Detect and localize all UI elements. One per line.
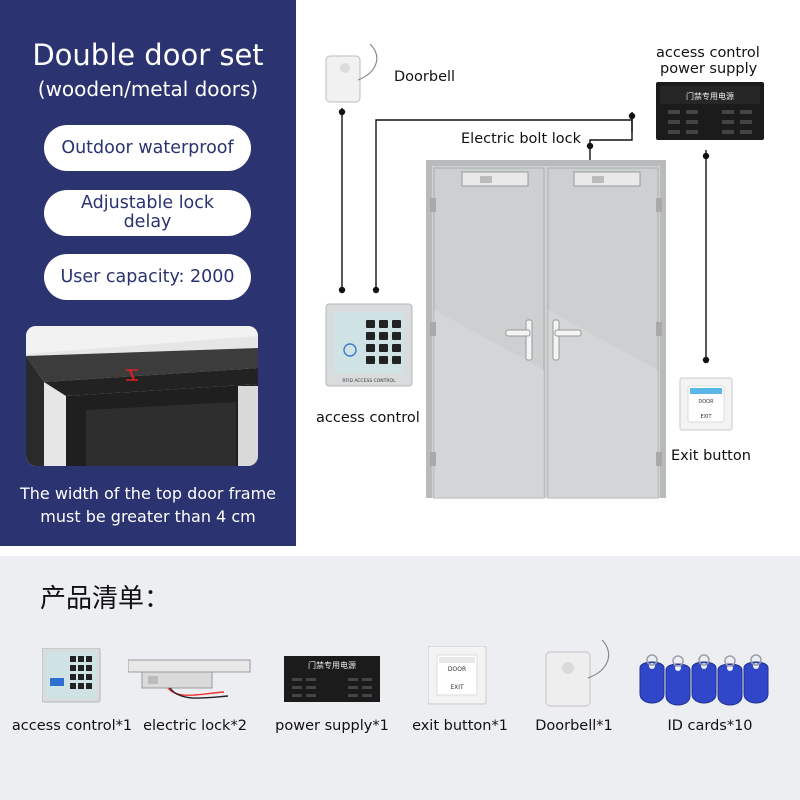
product-list: 产品清单： — [0, 556, 800, 800]
wiring-lines — [341, 108, 707, 360]
feature-label: Adjustable lock delay — [80, 193, 215, 232]
svg-text:门禁专用电源: 门禁专用电源 — [308, 660, 356, 670]
item-label-electric-lock: electric lock*2 — [143, 718, 247, 734]
item-label-doorbell: Doorbell*1 — [535, 718, 613, 734]
feature-pill-waterproof: Outdoor waterproof — [44, 125, 251, 171]
svg-text:EXIT: EXIT — [450, 684, 464, 691]
access-control-label: access control — [316, 410, 420, 426]
item-label-id-cards: ID cards*10 — [667, 718, 753, 734]
keypad-brand: RFID ACCESS CONTROL — [342, 378, 396, 384]
panel-title: Double door set — [32, 38, 264, 72]
power-supply-label-line2: power supply — [660, 61, 758, 77]
feature-panel: Double door set (wooden/metal doors) Out… — [0, 0, 296, 546]
exit-button-label: Exit button — [671, 448, 751, 464]
power-supply-icon: 门禁专用电源 — [284, 656, 380, 702]
bolt-lock-icon — [461, 171, 641, 187]
feature-pill-capacity: User capacity: 2000 — [44, 254, 251, 300]
power-supply-icon: 门禁专用电源 — [656, 82, 764, 140]
door-frame-photo — [26, 326, 258, 466]
wiring-diagram: 门禁专用电源 — [325, 43, 764, 499]
item-label-power-supply: power supply*1 — [275, 718, 389, 734]
wire-junctions — [338, 108, 710, 364]
feature-label: Outdoor waterproof — [61, 137, 234, 158]
exit-button-icon: DOOR EXIT — [679, 377, 733, 431]
svg-text:DOOR: DOOR — [698, 399, 714, 405]
feature-pill-lock-delay: Adjustable lock delay — [44, 190, 251, 236]
keypad-icon — [42, 648, 101, 703]
doorbell-icon — [325, 43, 378, 103]
item-label-access-control: access control*1 — [11, 718, 133, 734]
double-door — [426, 160, 666, 499]
feature-label: User capacity: 2000 — [60, 266, 235, 287]
svg-text:EXIT: EXIT — [700, 414, 712, 420]
doorbell-icon — [545, 639, 610, 707]
svg-text:DOOR: DOOR — [448, 666, 466, 673]
keypad-icon: RFID ACCESS CONTROL — [325, 303, 413, 387]
exit-button-icon: DOOR EXIT — [428, 646, 487, 705]
bolt-lock-label: Electric bolt lock — [461, 131, 582, 147]
product-list-title: 产品清单： — [40, 584, 171, 614]
bolt-lock-icon — [128, 659, 251, 699]
power-box-text: 门禁专用电源 — [686, 91, 734, 101]
id-card-icon — [639, 654, 769, 706]
panel-subtitle: (wooden/metal doors) — [37, 77, 259, 101]
doorbell-label: Doorbell — [394, 69, 456, 85]
frame-width-note: The width of the top door frame must be … — [19, 484, 277, 526]
item-label-exit-button: exit button*1 — [412, 718, 508, 734]
power-supply-label-line1: access control — [656, 45, 760, 61]
